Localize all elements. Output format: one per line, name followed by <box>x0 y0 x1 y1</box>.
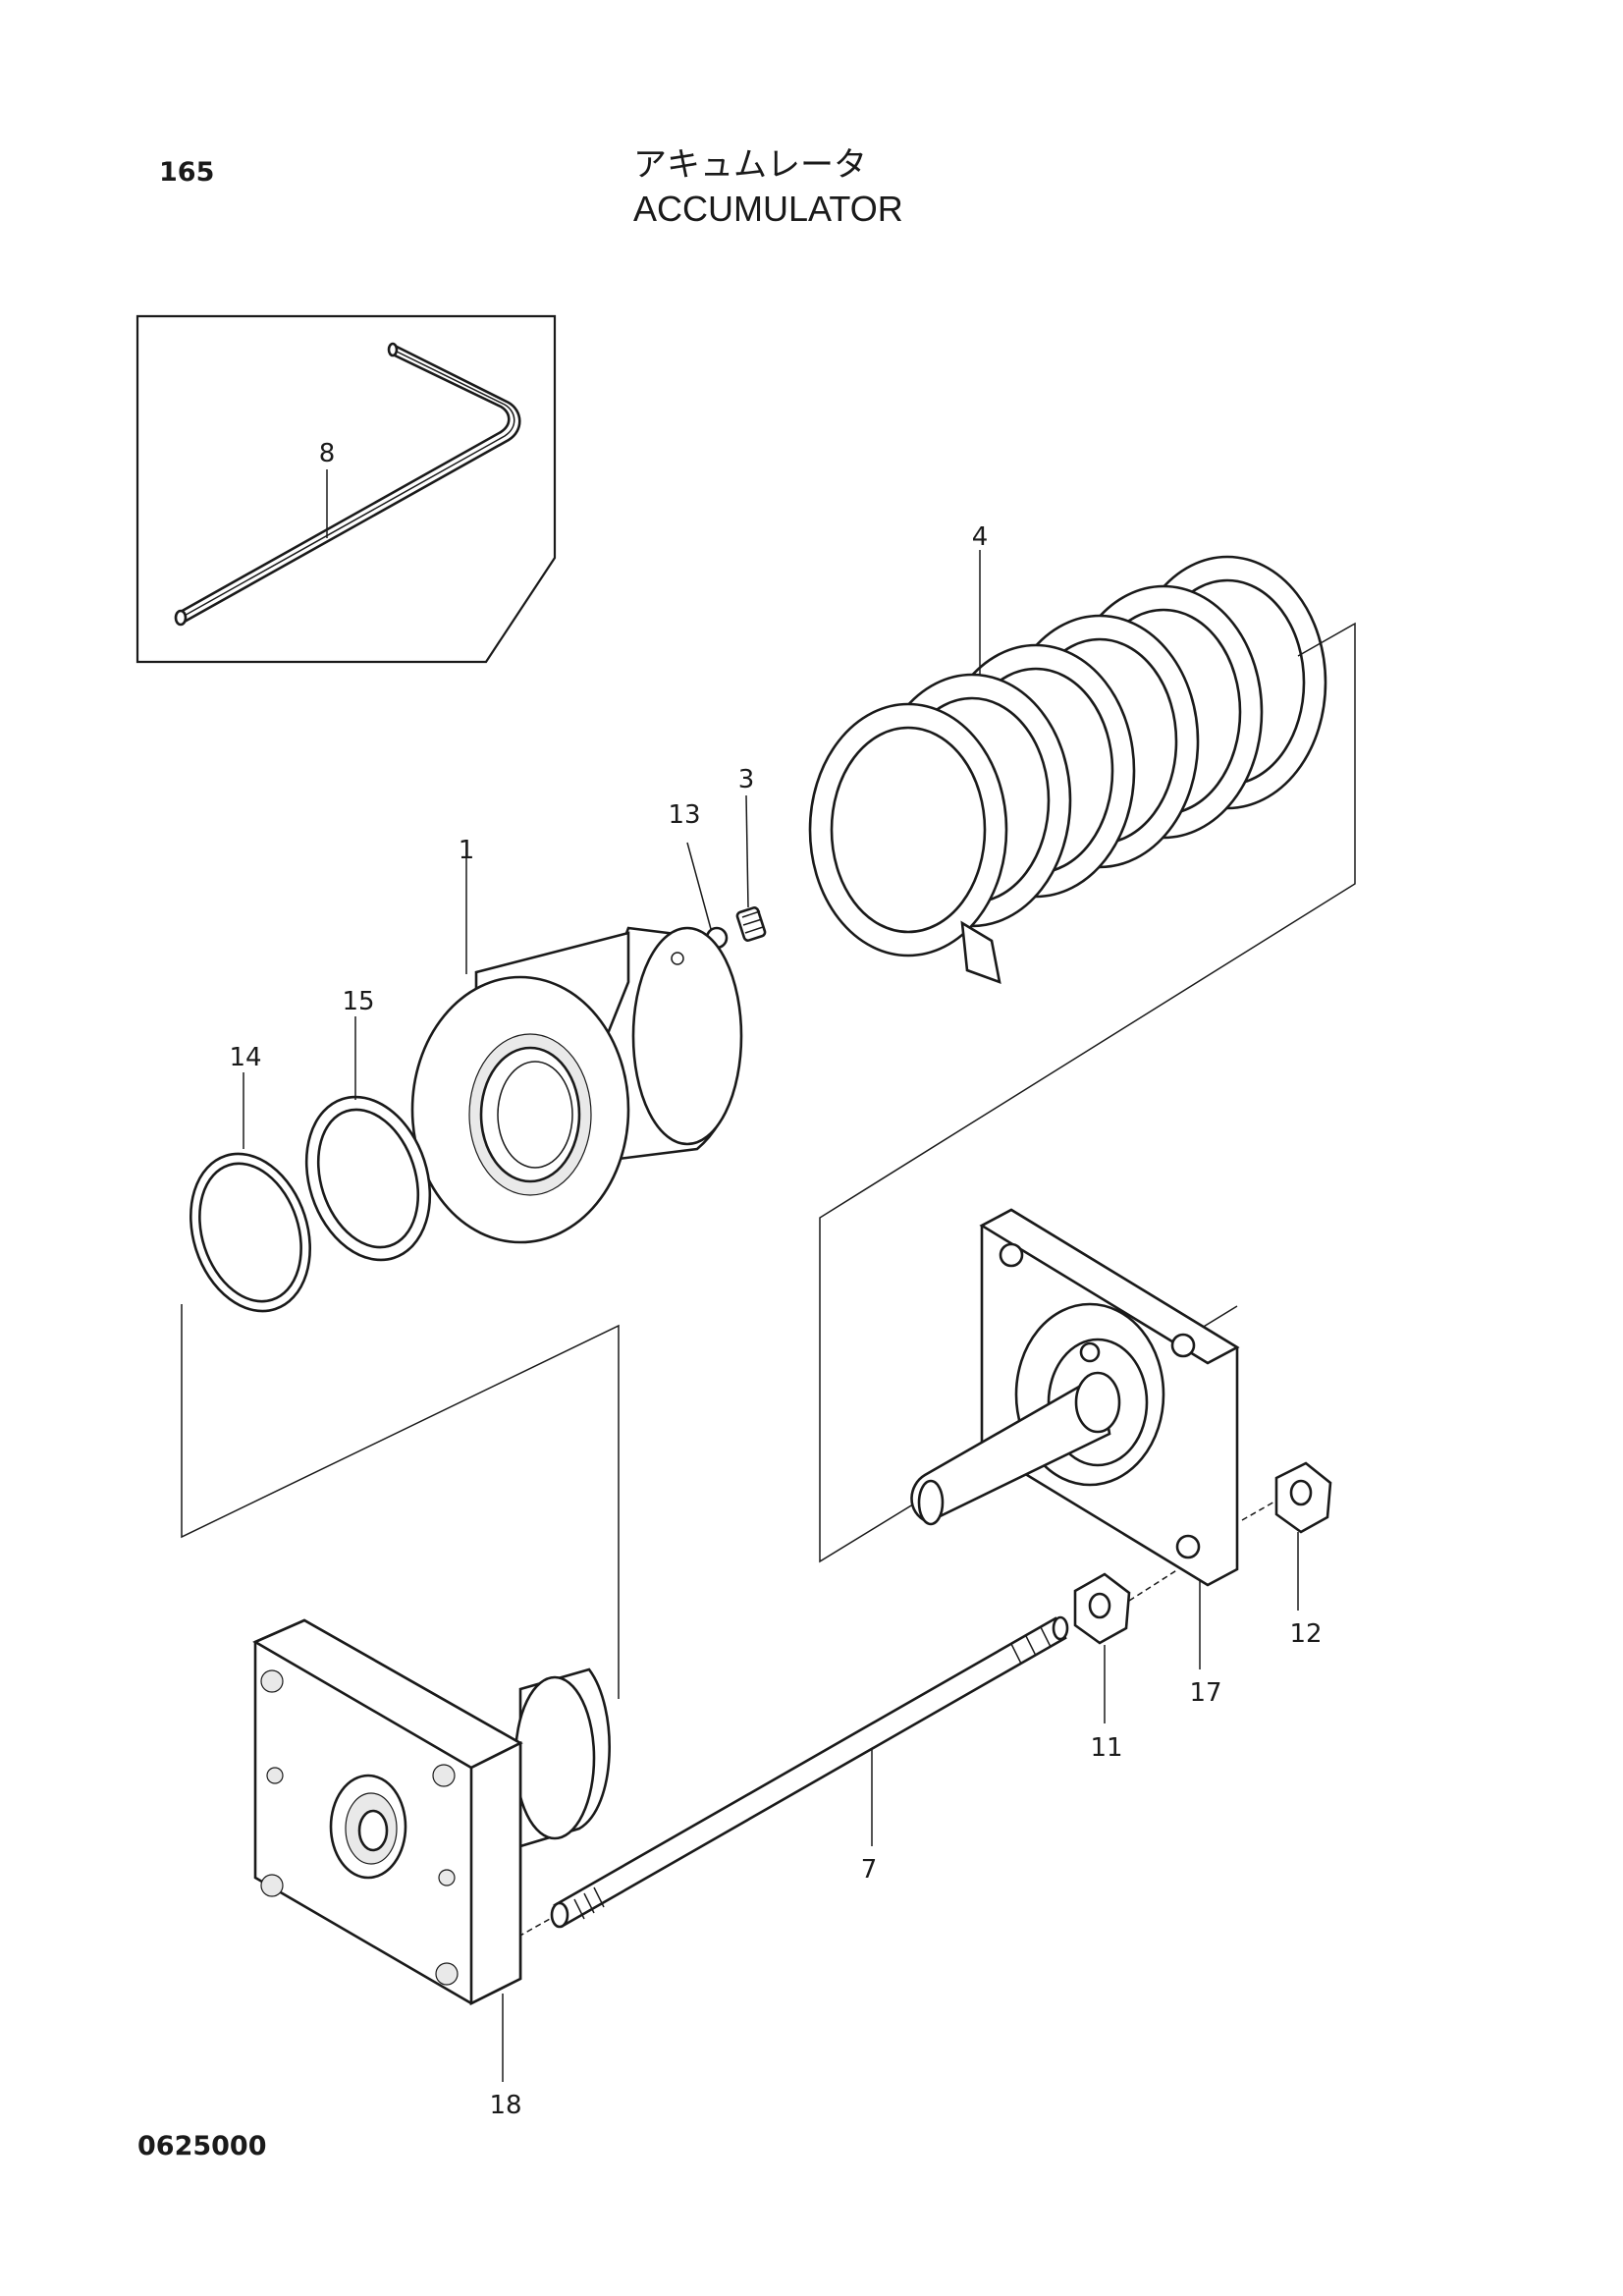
part-4-spring <box>808 555 1327 985</box>
part-8-hex-key <box>174 342 521 627</box>
callout-18: 18 <box>489 2091 521 2120</box>
assembly-axis-nut-12 <box>1241 1500 1277 1521</box>
callout-4: 4 <box>972 522 989 552</box>
callout-3: 3 <box>738 765 755 794</box>
part-11-nut <box>1073 1572 1131 1645</box>
document-code: 0625000 <box>137 2131 267 2161</box>
part-12-nut <box>1274 1461 1332 1534</box>
assembly-guide-left <box>181 1304 620 1699</box>
assembly-axis-nut-11 <box>1128 1568 1179 1602</box>
part-17-flange-rod <box>910 1208 1240 1587</box>
callout-17: 17 <box>1189 1678 1221 1708</box>
part-7-stud-bolt <box>550 1615 1069 1929</box>
part-14-seal-ring <box>189 1152 312 1313</box>
assembly-axis-stud <box>517 1918 551 1938</box>
callout-12: 12 <box>1289 1619 1322 1649</box>
callout-7: 7 <box>861 1855 878 1885</box>
callout-8: 8 <box>319 439 336 468</box>
callout-1: 1 <box>459 836 475 865</box>
page-title: ACCUMULATOR <box>633 189 903 229</box>
page-title-japanese: アキュムレータ <box>633 145 867 185</box>
leader-3 <box>745 794 749 908</box>
callout-13: 13 <box>668 800 700 830</box>
leader-13 <box>686 842 712 930</box>
callout-14: 14 <box>229 1043 261 1072</box>
inset-box <box>135 314 557 664</box>
callout-11: 11 <box>1090 1733 1122 1763</box>
assembly-guide-right <box>819 622 1356 1563</box>
part-1-cylinder <box>410 926 743 1244</box>
part-3-set-screw <box>735 906 767 942</box>
page-number: 165 <box>159 157 215 188</box>
callout-15: 15 <box>342 987 374 1016</box>
part-18-flange <box>252 1618 611 2006</box>
part-15-seal-ring <box>304 1095 432 1262</box>
